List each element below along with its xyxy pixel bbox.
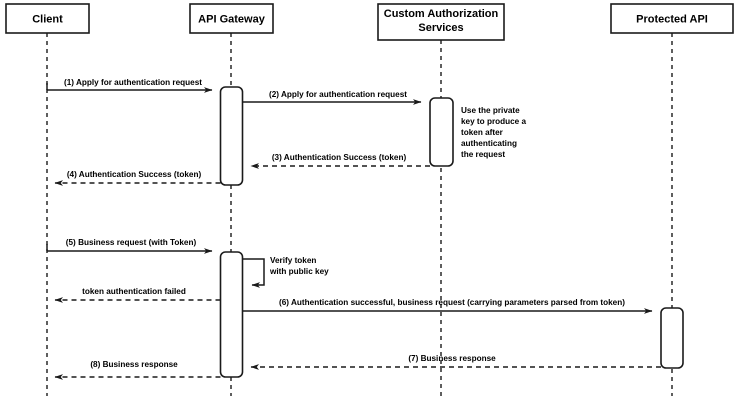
participant-protected-api[interactable]: Protected API	[610, 3, 734, 34]
message-2[interactable]: (2) Apply for authentication request	[243, 90, 422, 105]
note-private-key-line-5: the request	[461, 150, 505, 159]
message-8-label: (8) Business response	[90, 360, 178, 369]
participant-client[interactable]: Client	[5, 3, 90, 34]
participant-label-custom-auth-line1: Custom Authorization	[384, 8, 499, 20]
message-6[interactable]: (6) Authentication successful, business …	[243, 298, 653, 314]
note-private-key-line-2: key to produce a	[461, 117, 527, 126]
message-5-label: (5) Business request (with Token)	[66, 238, 197, 247]
message-4[interactable]: (4) Authentication Success (token)	[54, 170, 221, 186]
participant-box-api-gateway[interactable]	[189, 3, 274, 34]
note-private-key-line-4: authenticating	[461, 139, 517, 148]
participant-api-gateway[interactable]: API Gateway	[189, 3, 274, 34]
participant-box-protected-api[interactable]	[610, 3, 734, 34]
activations-group	[219, 86, 684, 378]
activation-api-gateway-auth	[219, 86, 244, 186]
message-4-label: (4) Authentication Success (token)	[67, 170, 202, 179]
self-message-verify-token-line-2: with public key	[269, 267, 329, 276]
participant-custom-auth[interactable]: Custom Authorization Services	[377, 3, 505, 41]
message-7[interactable]: (7) Business response	[250, 354, 661, 370]
lifelines-group	[46, 33, 673, 396]
activation-protected-api	[660, 307, 684, 369]
activation-api-gateway-business	[219, 251, 244, 378]
participant-box-custom-auth[interactable]	[377, 3, 505, 41]
message-token-auth-failed[interactable]: token authentication failed	[54, 287, 221, 303]
message-2-label: (2) Apply for authentication request	[269, 90, 407, 99]
activation-custom-auth	[429, 97, 454, 167]
message-1[interactable]: (1) Apply for authentication request	[46, 78, 213, 93]
message-7-label: (7) Business response	[408, 354, 496, 363]
self-message-verify-token-arrow[interactable]	[243, 258, 265, 288]
participant-box-client[interactable]	[5, 3, 90, 34]
message-8[interactable]: (8) Business response	[54, 360, 221, 380]
participant-label-api-gateway: API Gateway	[198, 13, 266, 25]
participant-label-client: Client	[32, 13, 63, 25]
self-message-verify-token-line-1: Verify token	[270, 256, 316, 265]
participant-label-custom-auth-line2: Services	[418, 22, 463, 34]
note-private-key-line-3: token after	[461, 128, 504, 137]
message-3[interactable]: (3) Authentication Success (token)	[250, 153, 430, 169]
message-3-label: (3) Authentication Success (token)	[272, 153, 407, 162]
message-6-label: (6) Authentication successful, business …	[279, 298, 625, 307]
participant-label-protected-api: Protected API	[636, 13, 708, 25]
message-5[interactable]: (5) Business request (with Token)	[46, 238, 213, 254]
note-private-key: Use the private key to produce a token a…	[461, 106, 527, 159]
self-message-verify-token[interactable]: Verify token with public key	[243, 256, 329, 288]
message-token-auth-failed-label: token authentication failed	[82, 287, 186, 296]
note-private-key-line-1: Use the private	[461, 106, 520, 115]
message-1-label: (1) Apply for authentication request	[64, 78, 202, 87]
